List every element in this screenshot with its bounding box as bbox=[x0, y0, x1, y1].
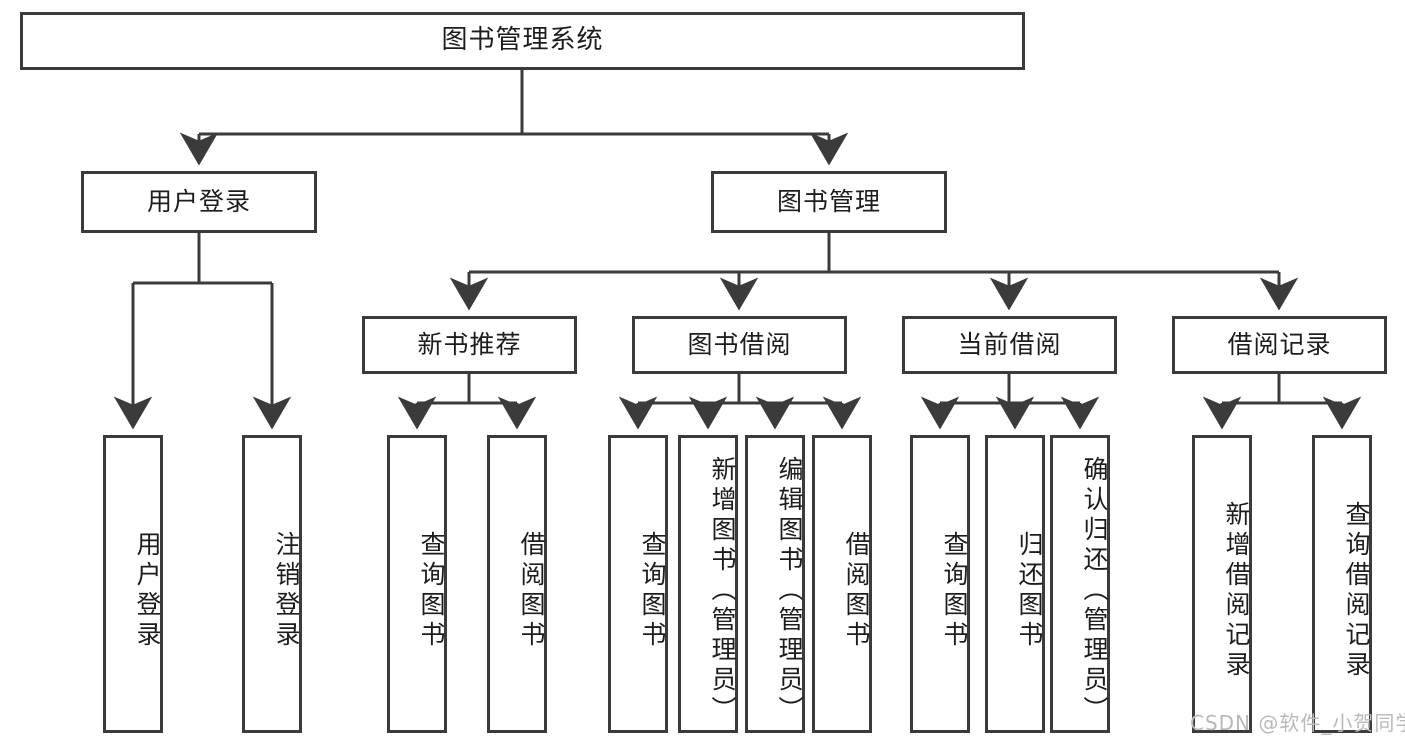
node-book-manage-label: 图书管理 bbox=[776, 186, 881, 216]
node-book-borrow[interactable]: 图书借阅 bbox=[632, 316, 847, 374]
leaf-query-book-rec-label: 查询图书 bbox=[417, 531, 446, 651]
leaf-confirm-return-label: 确认归还（管理员） bbox=[1080, 456, 1109, 726]
leaf-query-book-borrow-label: 查询图书 bbox=[638, 531, 667, 651]
leaf-query-book-cur-label: 查询图书 bbox=[940, 531, 969, 651]
node-new-book-recommend[interactable]: 新书推荐 bbox=[362, 316, 577, 374]
leaf-confirm-return[interactable]: 确认归还（管理员） bbox=[1050, 435, 1110, 733]
leaf-logout-label: 注销登录 bbox=[272, 531, 301, 651]
node-book-borrow-label: 图书借阅 bbox=[687, 329, 792, 359]
node-borrow-record-label: 借阅记录 bbox=[1227, 329, 1332, 359]
leaf-user-login-label: 用户登录 bbox=[133, 531, 162, 651]
node-new-book-recommend-label: 新书推荐 bbox=[417, 329, 522, 359]
node-book-manage[interactable]: 图书管理 bbox=[711, 171, 947, 233]
leaf-edit-book[interactable]: 编辑图书（管理员） bbox=[745, 435, 805, 733]
leaf-add-record[interactable]: 新增借阅记录 bbox=[1192, 435, 1252, 733]
leaf-add-record-label: 新增借阅记录 bbox=[1222, 501, 1251, 681]
node-root[interactable]: 图书管理系统 bbox=[20, 12, 1025, 70]
node-borrow-record[interactable]: 借阅记录 bbox=[1172, 316, 1387, 374]
node-root-label: 图书管理系统 bbox=[441, 25, 604, 56]
leaf-borrow-book[interactable]: 借阅图书 bbox=[812, 435, 872, 733]
leaf-query-book-cur[interactable]: 查询图书 bbox=[910, 435, 970, 733]
leaf-query-book-borrow[interactable]: 查询图书 bbox=[608, 435, 668, 733]
node-current-borrow[interactable]: 当前借阅 bbox=[902, 316, 1117, 374]
leaf-return-book-label: 归还图书 bbox=[1015, 531, 1044, 651]
leaf-return-book[interactable]: 归还图书 bbox=[985, 435, 1045, 733]
leaf-logout[interactable]: 注销登录 bbox=[242, 435, 302, 733]
leaf-borrow-book-label: 借阅图书 bbox=[842, 531, 871, 651]
node-user-login[interactable]: 用户登录 bbox=[81, 171, 317, 233]
leaf-query-book-rec[interactable]: 查询图书 bbox=[387, 435, 447, 733]
node-current-borrow-label: 当前借阅 bbox=[957, 329, 1062, 359]
leaf-add-book[interactable]: 新增图书（管理员） bbox=[678, 435, 738, 733]
leaf-borrow-book-rec[interactable]: 借阅图书 bbox=[487, 435, 547, 733]
leaf-borrow-book-rec-label: 借阅图书 bbox=[517, 531, 546, 651]
leaf-add-book-label: 新增图书（管理员） bbox=[708, 456, 737, 726]
node-user-login-label: 用户登录 bbox=[146, 186, 251, 216]
leaf-query-record-label: 查询借阅记录 bbox=[1342, 501, 1371, 681]
leaf-query-record[interactable]: 查询借阅记录 bbox=[1312, 435, 1372, 733]
leaf-edit-book-label: 编辑图书（管理员） bbox=[775, 456, 804, 726]
leaf-user-login[interactable]: 用户登录 bbox=[103, 435, 163, 733]
watermark: CSDN @软件_小贺同学 bbox=[1190, 711, 1405, 735]
